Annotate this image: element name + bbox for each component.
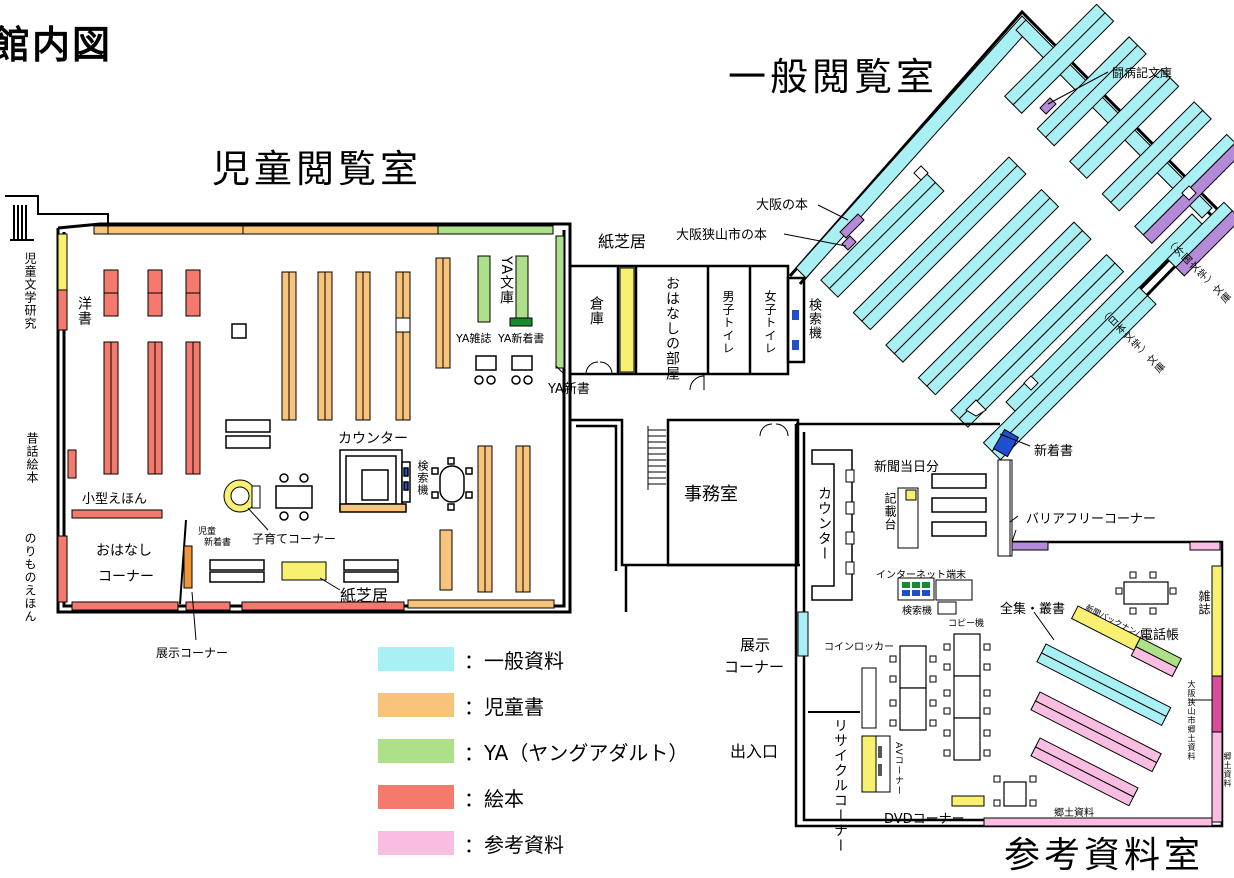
label-illness-memoir-library: 闘病記文庫 [1112, 66, 1173, 80]
page-title: 館内図 [0, 23, 113, 67]
label-barrier-free-corner: バリアフリーコーナー [1026, 512, 1157, 527]
label-ya-new-books-top: YA新着書 [498, 332, 545, 345]
room-office: 事務室 [684, 484, 738, 505]
label-osakasayama-local: 大阪狭山市郷土資料 [1187, 680, 1196, 761]
label-storytelling-corner-2: コーナー [98, 569, 154, 585]
label-osaka-books: 大阪の本 [756, 198, 809, 213]
label-entrance[interactable]: 出入口 [730, 742, 779, 761]
label-search-kiosk-top: 検索機 [806, 298, 821, 340]
label-complete-works: 全集・叢書 [1000, 602, 1066, 617]
label-children-new-books-2: 新着書 [204, 538, 232, 548]
room-womens-toilet: 女子トイレ [763, 290, 777, 355]
shelf-top-ya [437, 225, 554, 235]
leader-lines [191, 71, 1212, 701]
legend-swatch-children [378, 693, 454, 717]
label-search-kiosk-children: 検索機 [416, 460, 429, 496]
shelf-folktale [67, 449, 77, 479]
room-storage: 倉庫 [588, 296, 604, 326]
reference-tables [899, 581, 1169, 807]
label-exhibition-corner-children: 展示コーナー [156, 646, 229, 660]
label-ya-new-books: YA新書 [548, 382, 590, 397]
legend-label-general: ：一般資料 [464, 648, 564, 673]
label-vehicle-picturebooks: のりものえほん [23, 532, 37, 623]
label-newspaper-today: 新聞当日分 [874, 460, 940, 475]
label-phone-books: 電話帳 [1140, 628, 1180, 643]
label-counter-main: カウンター [816, 486, 832, 561]
legend-item-children: ：児童書 [378, 692, 544, 719]
room-mens-toilet: 男子トイレ [721, 290, 735, 355]
label-ya-magazines: YA雑誌 [456, 332, 492, 345]
label-magazines: 雑誌 [1197, 590, 1211, 616]
label-folktale-picturebooks: 昔話絵本 [25, 432, 39, 484]
legend-item-picture: ：絵本 [378, 784, 524, 811]
legend-item-reference: ：参考資料 [378, 830, 564, 857]
label-copier: コピー機 [948, 619, 985, 629]
shelf-left-yellow [57, 233, 68, 291]
childcare-circle [223, 479, 261, 513]
legend-item-general: ：一般資料 [378, 646, 564, 673]
label-ya-bunko: YA文庫 [498, 256, 514, 306]
label-recycle-corner: リサイクルコーナー [832, 718, 848, 853]
room-title-children: 児童閲覧室 [212, 147, 423, 191]
label-kamishibai-top: 紙芝居 [598, 232, 647, 251]
label-osakasayama-books: 大阪狭山市の本 [676, 228, 768, 243]
room-storytelling: おはなしの部屋 [664, 276, 680, 381]
middle-rooms [568, 264, 806, 376]
label-writing-desk: 記載台 [883, 492, 897, 531]
stairs-top-left [5, 195, 109, 241]
ya-shelves [477, 255, 529, 323]
label-av-corner: AVコーナー [893, 742, 903, 796]
office-stairs [647, 426, 666, 490]
label-exhibition-corner-1: 展示 [740, 636, 771, 654]
label-coin-lockers: コインロッカー [824, 642, 894, 653]
label-counter-children: カウンター [338, 431, 408, 447]
legend-swatch-general [378, 647, 454, 671]
label-western-books: 洋書 [76, 296, 92, 326]
label-internet-terminal: インターネット端末 [876, 570, 966, 581]
shelf-top-2 [242, 225, 439, 235]
picture-book-shelves [103, 269, 201, 475]
shelf-right-ya [555, 235, 565, 369]
legend-swatch-picture [378, 785, 454, 809]
label-children-new-books-1: 児童 [198, 527, 217, 537]
legend-label-reference: ：参考資料 [464, 832, 564, 857]
label-local-materials-side: 郷土資料 [1223, 752, 1232, 788]
label-local-materials-bottom: 郷土資料 [1054, 808, 1094, 819]
room-title-reference: 参考資料室 [1004, 835, 1205, 876]
main-counter-shape [811, 449, 853, 601]
legend-label-children: ：児童書 [464, 694, 544, 719]
picture-shelf-lines [104, 292, 200, 474]
label-children-literature: 児童文学研究 [23, 252, 37, 330]
legend-item-ya: ：YA（ヤングアダルト） [378, 738, 689, 765]
legend-swatch-reference [378, 831, 454, 855]
label-storytelling-corner-1: おはなし [96, 543, 152, 559]
label-kamishibai-bottom: 紙芝居 [340, 586, 389, 605]
room-title-general: 一般閲覧室 [728, 55, 939, 99]
legend-label-picture: ：絵本 [464, 786, 524, 811]
general-shelf-rows [820, 3, 1234, 461]
label-childcare-corner: 子育てコーナー [252, 532, 337, 546]
label-small-picturebooks: 小型えほん [82, 492, 148, 507]
label-exhibition-corner-2: コーナー [724, 658, 785, 676]
office-walls [568, 418, 800, 612]
children-counter [339, 449, 473, 513]
shelf-top-1 [107, 225, 244, 235]
shelf-left-western [57, 289, 68, 331]
label-new-arrivals: 新着書 [1034, 444, 1074, 459]
legend-swatch-ya [378, 739, 454, 763]
legend-label-ya: ：YA（ヤングアダルト） [464, 740, 689, 765]
label-search-kiosk-main: 検索機 [902, 606, 932, 617]
label-dvd-corner: DVDコーナー [884, 812, 965, 827]
reference-diagonal-shelves [1036, 643, 1172, 727]
